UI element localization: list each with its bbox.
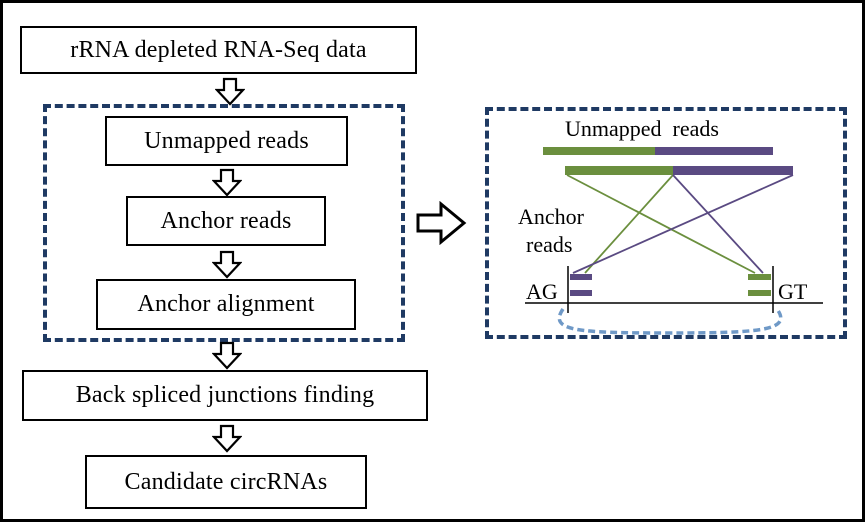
anchor-line-green (566, 174, 756, 274)
anchor-alignment-box: Anchor alignment (96, 279, 356, 330)
down-arrow-icon (212, 250, 242, 279)
anchor-reads-box: Anchor reads (126, 196, 326, 246)
anchor-green-right (748, 290, 771, 296)
anchor-line-green (584, 174, 674, 274)
back-splice-loop (557, 307, 783, 335)
ag-junction-label: AG (526, 279, 558, 304)
read-segment-purple-top (655, 147, 773, 155)
read-processing-group (43, 104, 405, 342)
unmapped-reads-box: Unmapped reads (105, 116, 348, 166)
anchor-detail-panel (485, 107, 847, 339)
gt-junction-label: GT (778, 279, 808, 304)
anchor-line-purple (572, 174, 794, 274)
read-segment-green-top (543, 147, 655, 155)
candidate-circrnas-box: Candidate circRNAs (85, 455, 367, 509)
read-segment-purple-second (673, 166, 793, 175)
down-arrow-icon (212, 168, 242, 197)
down-arrow-icon (212, 341, 242, 370)
anchor-alignment-diagram (525, 147, 823, 335)
anchor-reads-label-line1: Anchor (518, 204, 584, 229)
rnaseq-data-box: rRNA depleted RNA-Seq data (20, 26, 417, 74)
anchor-green-right (748, 274, 771, 280)
anchor-purple-left (570, 290, 592, 296)
down-arrow-icon (212, 424, 242, 453)
unmapped-reads-label: Unmapped reads (565, 116, 719, 141)
anchor-line-purple (672, 174, 764, 274)
anchor-purple-left (570, 274, 592, 280)
back-spliced-junctions-box: Back spliced junctions finding (22, 370, 428, 421)
read-segment-green-second (565, 166, 673, 175)
anchor-reads-label-line2: reads (526, 232, 573, 257)
down-arrow-icon (215, 77, 245, 106)
right-arrow-icon (416, 201, 467, 245)
